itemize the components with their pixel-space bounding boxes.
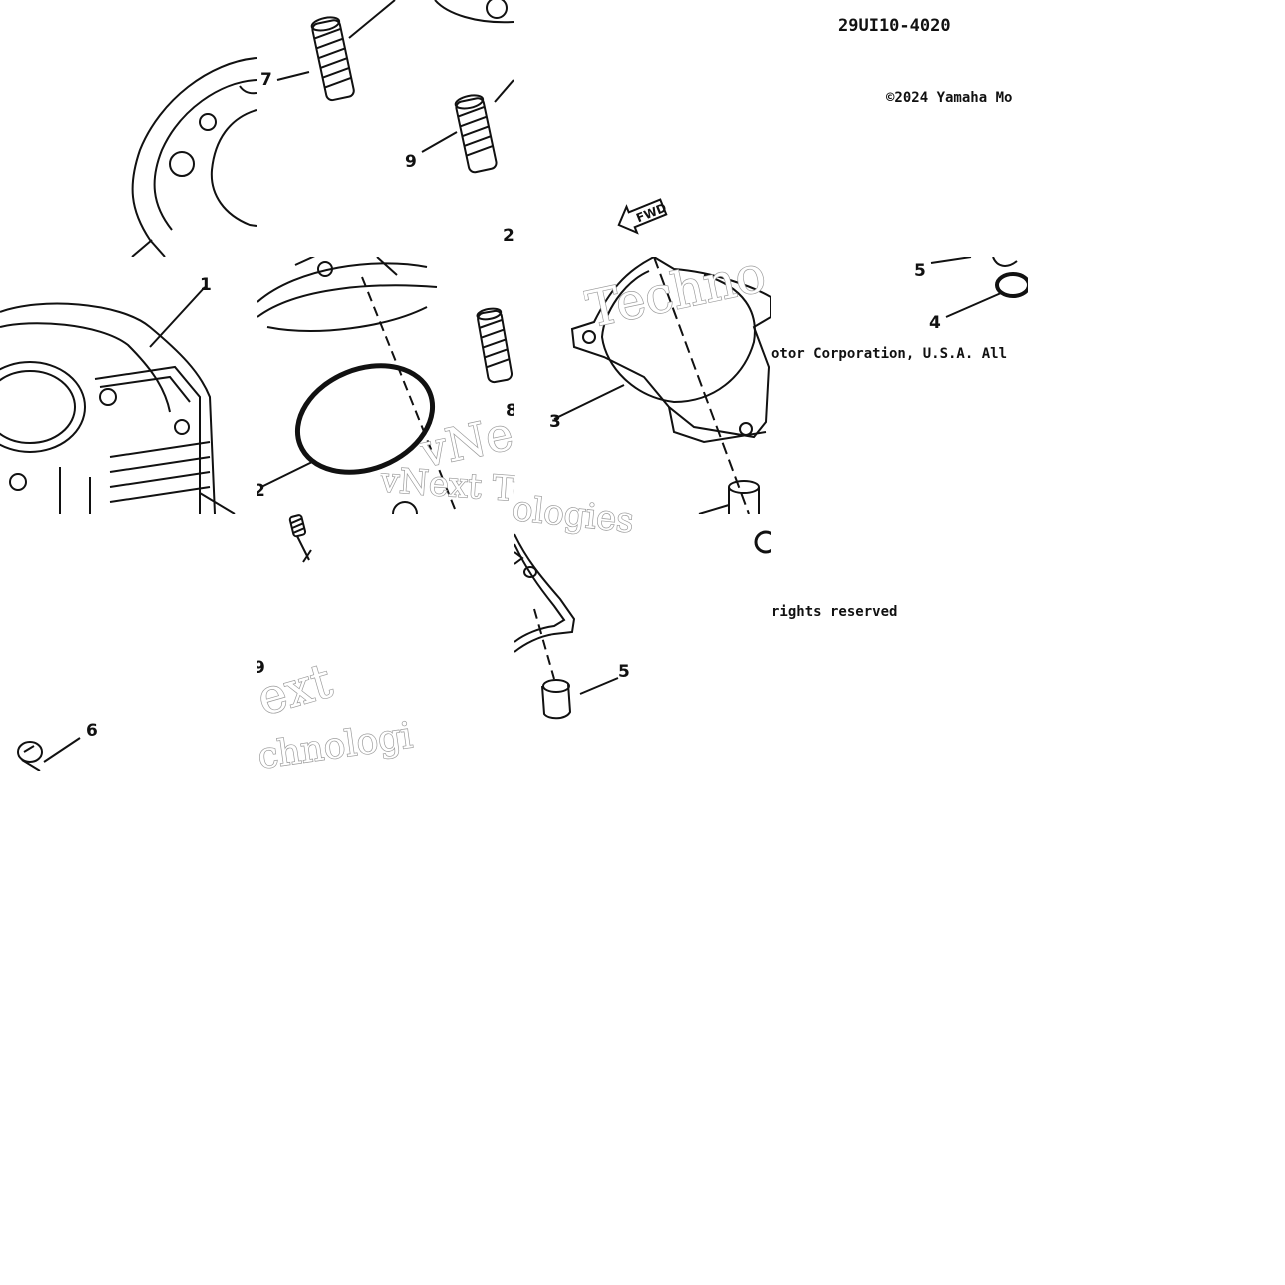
callout-8: 8 <box>506 401 514 421</box>
part-number: 29UI10-4020 <box>838 16 951 36</box>
callout-2: 2 <box>257 481 265 501</box>
copyright-line-3: rights reserved <box>771 604 898 620</box>
gasket-drawing <box>553 257 771 514</box>
fwd-arrow-icon: FWD <box>617 198 669 235</box>
cylinder-drawing <box>0 286 236 514</box>
copyright-line-2: otor Corporation, U.S.A. All <box>771 346 1008 362</box>
callout-9-lower: 9 <box>257 658 265 678</box>
callout-7: 7 <box>260 70 272 90</box>
tile-dowel: 5 <box>514 514 771 771</box>
tile-cylinder: 1 <box>0 257 257 514</box>
callout-4: 4 <box>929 313 941 333</box>
tile-bolt: 6 <box>0 514 257 771</box>
page-fragment: 2 <box>503 226 514 246</box>
studs-drawing <box>276 0 514 174</box>
tile-dowel-ring: 5 4 <box>771 257 1028 514</box>
dowel-drawing <box>514 530 771 720</box>
cylinder-top-drawing <box>131 57 257 257</box>
bolt-drawing <box>17 737 81 771</box>
tile-o-ring: 8 2 <box>257 257 514 514</box>
copyright-line-1: ©2024 Yamaha Mo <box>886 90 1013 106</box>
tile-studs: 7 9 2 <box>257 0 514 257</box>
tile-cylinder-top <box>0 0 257 257</box>
o-ring-drawing <box>257 257 514 514</box>
callout-6: 6 <box>86 721 98 741</box>
small-stud-drawing <box>288 514 312 563</box>
callout-3: 3 <box>549 412 561 432</box>
callout-5-lower: 5 <box>618 662 630 682</box>
tile-gasket: 3 <box>514 257 771 514</box>
callout-1: 1 <box>200 275 212 295</box>
tile-small-stud: 9 <box>257 514 514 771</box>
dowel-ring-drawing <box>930 257 1028 318</box>
callout-9: 9 <box>405 152 417 172</box>
callout-5: 5 <box>914 261 926 281</box>
